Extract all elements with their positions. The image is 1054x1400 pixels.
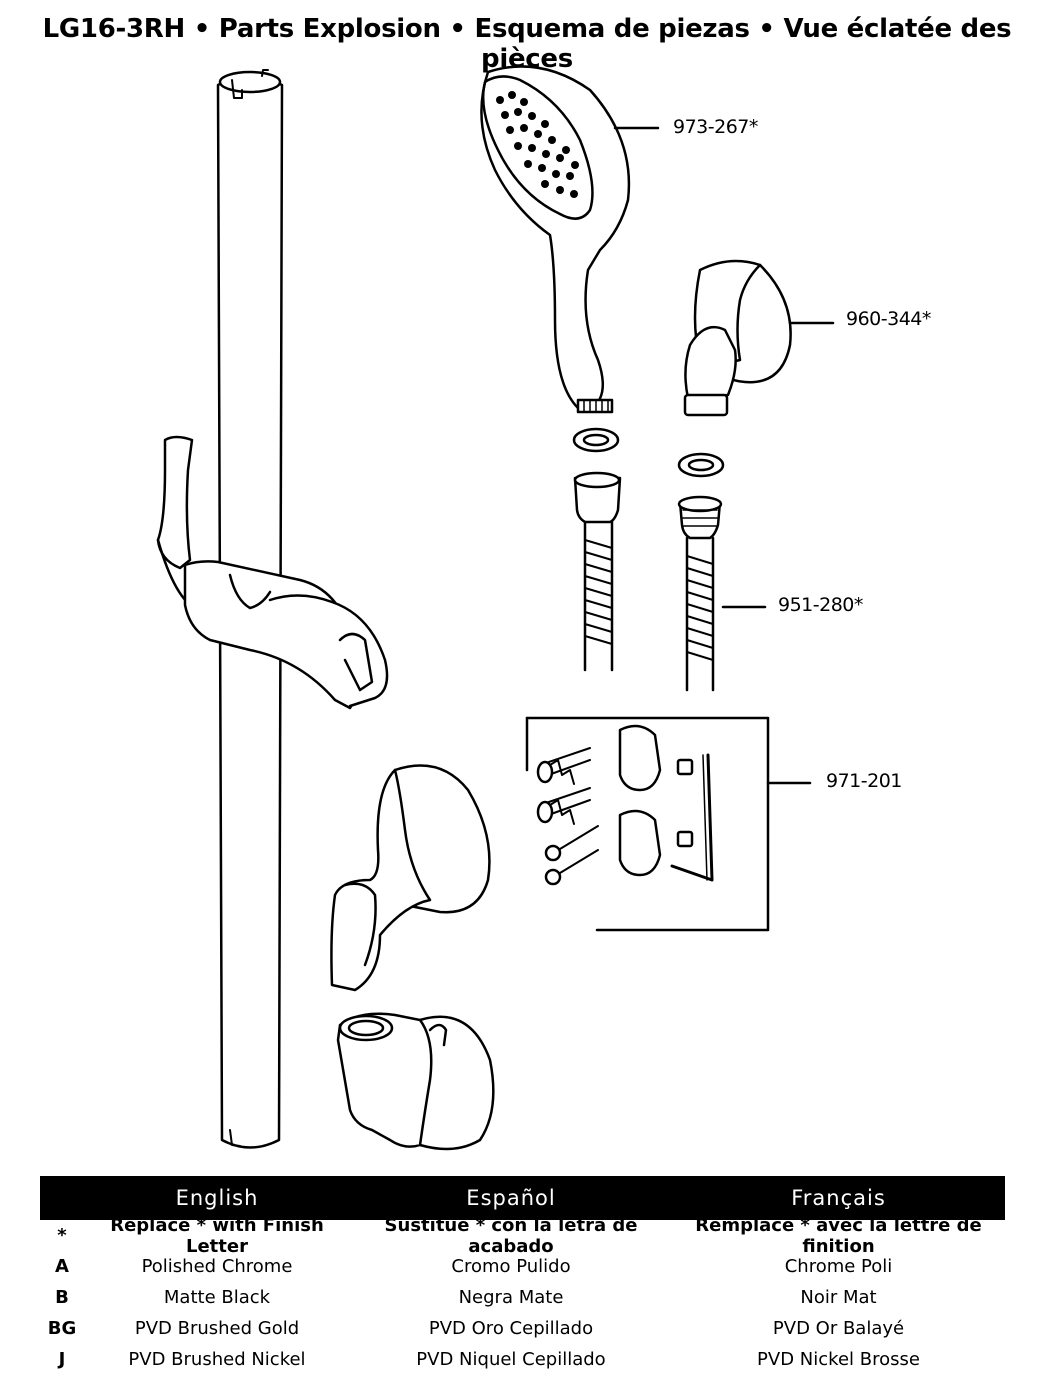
finish-code: J bbox=[58, 1349, 66, 1370]
shower-hoses bbox=[573, 471, 723, 692]
finish-english: PVD Brushed Nickel bbox=[128, 1349, 306, 1370]
table-row: * Replace * with Finish Letter Sustitue … bbox=[40, 1215, 1005, 1257]
wall-supply-elbow bbox=[683, 259, 792, 417]
page-title: LG16-3RH • Parts Explosion • Esquema de … bbox=[42, 14, 1012, 74]
finish-francais: Chrome Poli bbox=[784, 1256, 893, 1277]
finish-english: PVD Brushed Gold bbox=[134, 1318, 300, 1339]
finish-table-header: English Español Français bbox=[40, 1176, 1005, 1220]
table-row: A Polished Chrome Cromo Pulido Chrome Po… bbox=[40, 1251, 1005, 1282]
table-row: BG PVD Brushed Gold PVD Oro Cepillado PV… bbox=[40, 1313, 1005, 1344]
finish-espanol: PVD Niquel Cepillado bbox=[416, 1349, 606, 1370]
finish-espanol: Sustitue * con la letra de acabado bbox=[384, 1214, 638, 1257]
finish-francais: Noir Mat bbox=[800, 1287, 877, 1308]
finish-espanol: Negra Mate bbox=[458, 1287, 564, 1308]
finish-code: BG bbox=[47, 1318, 77, 1339]
wall-mount-bracket bbox=[330, 764, 491, 992]
finish-english: Matte Black bbox=[163, 1287, 271, 1308]
header-espanol: Español bbox=[466, 1186, 556, 1210]
hand-shower bbox=[480, 65, 631, 414]
washers bbox=[572, 427, 725, 478]
finish-table: English Español Français * Replace * wit… bbox=[40, 1176, 1005, 1375]
finish-english: Replace * with Finish Letter bbox=[110, 1214, 324, 1257]
finish-espanol: Cromo Pulido bbox=[451, 1256, 571, 1277]
finish-code: B bbox=[55, 1287, 69, 1308]
finish-espanol: PVD Oro Cepillado bbox=[428, 1318, 594, 1339]
table-row: B Matte Black Negra Mate Noir Mat bbox=[40, 1282, 1005, 1313]
slider-holder bbox=[156, 435, 389, 710]
callout-960-344: 960-344* bbox=[846, 308, 931, 330]
parts-explosion-diagram bbox=[156, 65, 835, 1151]
wall-shower-holder bbox=[336, 1012, 495, 1151]
finish-francais: PVD Or Balayé bbox=[772, 1318, 905, 1339]
finish-code: A bbox=[55, 1256, 69, 1277]
table-row: J PVD Brushed Nickel PVD Niquel Cepillad… bbox=[40, 1344, 1005, 1375]
finish-francais: Remplace * avec la lettre de finition bbox=[695, 1214, 982, 1257]
header-francais: Français bbox=[791, 1186, 886, 1210]
callout-leaders bbox=[613, 126, 835, 785]
finish-english: Polished Chrome bbox=[141, 1256, 293, 1277]
mounting-kit bbox=[525, 716, 770, 932]
finish-code: * bbox=[57, 1225, 67, 1246]
callout-951-280: 951-280* bbox=[778, 594, 863, 616]
finish-francais: PVD Nickel Brosse bbox=[757, 1349, 920, 1370]
callout-971-201: 971-201 bbox=[826, 770, 902, 792]
callout-973-267: 973-267* bbox=[673, 116, 758, 138]
header-english: English bbox=[175, 1186, 259, 1210]
